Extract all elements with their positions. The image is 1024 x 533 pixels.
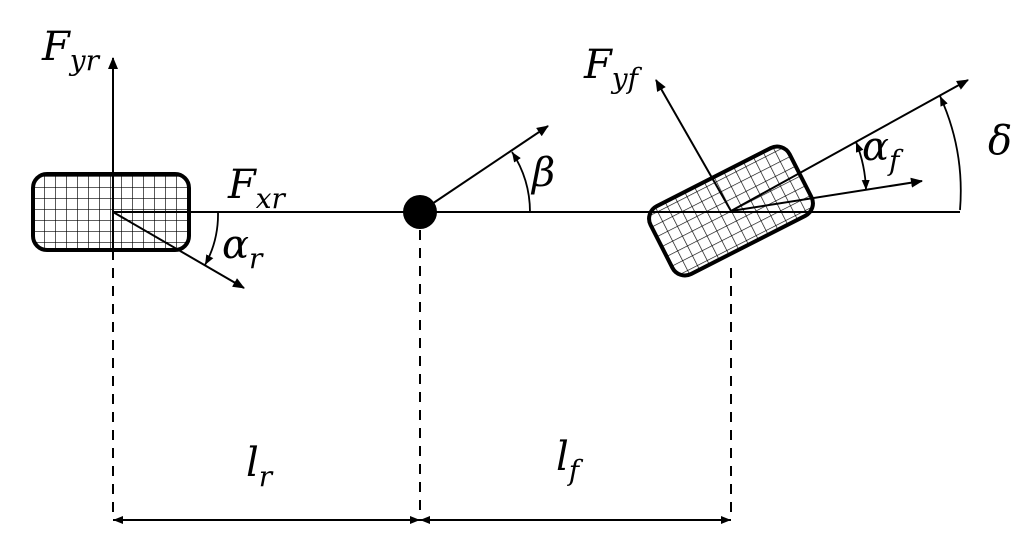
rear-slip-arrow <box>112 211 245 289</box>
steer-angle-arc <box>939 95 962 211</box>
front-lateral-force-arrow <box>655 79 732 212</box>
label-delta: δ <box>988 118 1012 164</box>
label-alpha-r: αr <box>222 222 264 275</box>
front-slip-angle-arc <box>855 141 870 191</box>
front-steer-direction-arrow <box>730 79 969 212</box>
label-fyr: Fyr <box>41 24 101 77</box>
label-fxr: Fxr <box>227 162 287 215</box>
label-beta: β <box>530 150 555 196</box>
rear-slip-angle-arc <box>204 211 219 266</box>
rear-tire <box>31 172 191 252</box>
label-lr: lr <box>246 440 274 493</box>
label-fyf: Fyf <box>583 42 643 95</box>
label-lf: lf <box>556 434 584 487</box>
front-velocity-arrow <box>730 177 923 212</box>
label-alpha-f: αf <box>862 124 904 177</box>
sideslip-angle-arc <box>511 151 531 213</box>
sideslip-arrow <box>419 125 549 213</box>
